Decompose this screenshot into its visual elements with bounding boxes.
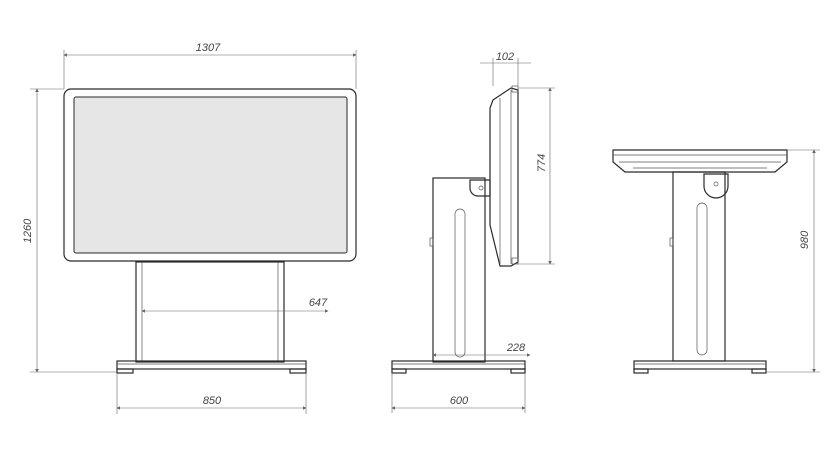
front-view: [63, 88, 357, 374]
side-column-slot: [454, 208, 466, 358]
side-dimensions: 102 774 228 600: [391, 51, 555, 413]
dim-column-depth: 228: [506, 342, 526, 354]
table-base: [633, 360, 767, 370]
dim-base-width: 850: [203, 395, 222, 407]
dim-table-height: 980: [799, 230, 811, 249]
front-monitor-frame: [63, 88, 357, 262]
front-column: [135, 261, 285, 363]
dim-screen-depth: 102: [496, 51, 514, 63]
dim-base-depth: 600: [450, 395, 469, 407]
front-screen: [73, 96, 348, 254]
side-base: [391, 360, 526, 370]
side-column: [432, 177, 486, 363]
table-dimensions: 980: [766, 149, 820, 373]
front-dimensions: 1307 1260 647 850: [22, 42, 357, 414]
table-column: [672, 171, 726, 362]
dim-front-width: 1307: [196, 42, 221, 54]
table-column-slot: [696, 202, 708, 356]
side-hinge: [469, 179, 491, 197]
table-top: [612, 149, 788, 173]
dim-front-height: 1260: [22, 218, 34, 243]
side-monitor: [489, 87, 519, 267]
side-view: [391, 85, 526, 374]
front-base: [116, 360, 307, 370]
table-hinge: [703, 173, 729, 199]
table-view: [612, 149, 788, 374]
dim-column-width: 647: [309, 297, 328, 309]
dim-screen-height: 774: [536, 154, 548, 172]
